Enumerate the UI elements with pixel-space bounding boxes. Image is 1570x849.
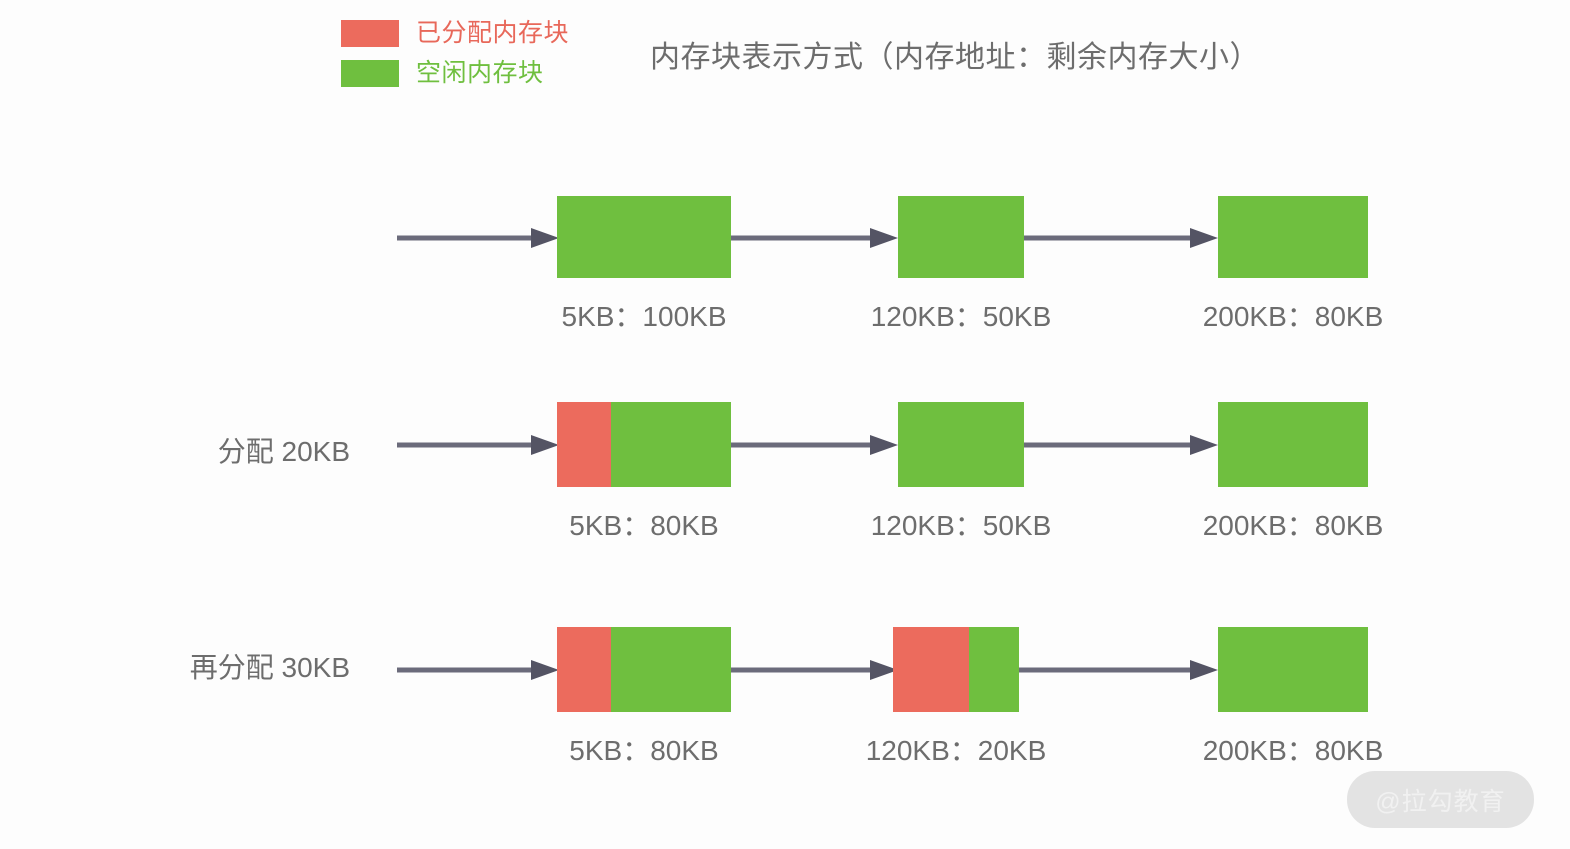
memory-block-3-row-3 [1218,627,1368,712]
memory-block-caption-1-row-3: 5KB：80KB [569,735,719,766]
arrow-into-block-1-row-1 [397,228,559,248]
diagram-title: 内存块表示方式（内存地址：剩余内存大小） [650,41,1260,74]
arrow-into-block-1-row-3 [397,660,559,680]
legend-label-allocated: 已分配内存块 [416,19,570,47]
memory-block-1-row-3 [557,627,731,712]
memory-block-1-row-2 [557,402,731,487]
memory-block-caption-2-row-1: 120KB：50KB [870,301,1052,332]
legend-label-free: 空闲内存块 [416,59,544,87]
segment-free [610,402,731,487]
row-label-allocate-20kb: 分配 20KB [217,436,350,467]
segment-free [610,627,731,712]
segment-free [968,627,1019,712]
segment-used [557,627,611,712]
arrow-block-1-to-2-row-2 [731,435,898,455]
segment-free [898,196,1024,278]
segment-used [893,627,969,712]
arrow-block-2-to-3-row-1 [1024,228,1218,248]
arrow-block-2-to-3-row-2 [1024,435,1218,455]
legend: 已分配内存块 空闲内存块 [341,16,661,96]
legend-swatch-allocated-icon [341,19,399,47]
memory-block-caption-1-row-1: 5KB：100KB [561,301,727,332]
watermark-text: @拉勾教育 [1375,787,1506,816]
memory-block-caption-3-row-1: 200KB：80KB [1202,301,1384,332]
arrow-into-block-1-row-2 [397,435,559,455]
row-label-reallocate-30kb: 再分配 30KB [189,652,350,683]
segment-free [557,196,731,278]
memory-block-2-row-2 [898,402,1024,487]
memory-block-2-row-1 [898,196,1024,278]
segment-free [1218,196,1368,278]
segment-free [1218,627,1368,712]
arrow-block-2-to-3-row-3 [1019,660,1218,680]
memory-block-caption-3-row-2: 200KB：80KB [1202,510,1384,541]
memory-block-3-row-1 [1218,196,1368,278]
watermark-badge: @拉勾教育 [1347,771,1534,828]
arrow-block-1-to-2-row-3 [731,660,898,680]
memory-block-caption-1-row-2: 5KB：80KB [569,510,719,541]
memory-block-caption-2-row-2: 120KB：50KB [870,510,1052,541]
segment-used [557,402,611,487]
memory-block-3-row-2 [1218,402,1368,487]
memory-block-2-row-3 [893,627,1019,712]
memory-block-caption-2-row-3: 120KB：20KB [865,735,1047,766]
segment-free [898,402,1024,487]
memory-block-1-row-1 [557,196,731,278]
legend-item-allocated: 已分配内存块 [341,16,661,50]
segment-free [1218,402,1368,487]
legend-item-free: 空闲内存块 [341,56,661,90]
memory-block-caption-3-row-3: 200KB：80KB [1202,735,1384,766]
legend-swatch-free-icon [341,59,399,87]
arrow-block-1-to-2-row-1 [731,228,898,248]
